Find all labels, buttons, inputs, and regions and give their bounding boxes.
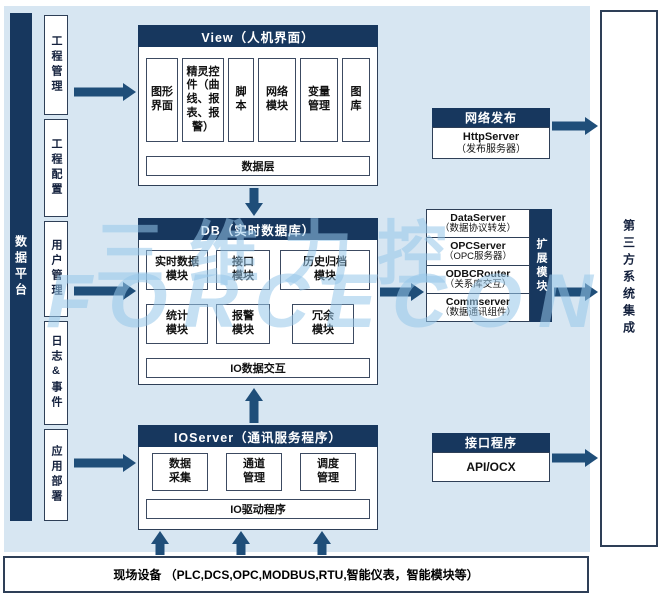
- module-channel-management: 通道 管理: [226, 453, 282, 491]
- ext-item-name: OPCServer: [450, 240, 506, 252]
- ioserver-driver-footer: IO驱动程序: [146, 499, 370, 519]
- ext-commserver-box: Commserver （数据通讯组件）: [426, 293, 530, 322]
- ext-item-desc: （数据通讯组件）: [439, 307, 516, 319]
- platform-item-user-management: 用户管理: [44, 221, 68, 317]
- platform-item-log-events: 日志&事件: [44, 321, 68, 425]
- arrow-devices-to-ioserver-2: [232, 531, 250, 555]
- arrow-ioserver-to-db: [245, 388, 263, 423]
- http-server-box: HttpServer （发布服务器）: [432, 127, 550, 159]
- arrow-platform-to-ioserver: [74, 454, 136, 472]
- platform-item-label: 工程配置: [50, 138, 62, 198]
- module-history-archive: 历史归档 模块: [280, 250, 370, 290]
- http-server-desc: （发布服务器）: [456, 143, 526, 155]
- db-io-exchange-footer: IO数据交互: [146, 358, 370, 378]
- ext-dataserver-box: DataServer （数据协议转发）: [426, 209, 530, 238]
- ext-item-name: Commserver: [445, 296, 511, 308]
- third-party-label: 第三方系统集成: [621, 219, 636, 338]
- ext-item-desc: （关系库交互）: [444, 279, 512, 291]
- extension-modules-label: 扩展模块: [535, 237, 547, 294]
- module-network: 网络 模块: [258, 58, 296, 142]
- ext-item-name: DataServer: [450, 212, 506, 224]
- arrow-interface-to-thirdparty: [552, 449, 598, 467]
- third-party-box: 第三方系统集成: [600, 10, 658, 547]
- interface-program-header: 接口程序: [432, 433, 550, 452]
- module-script: 脚 本: [228, 58, 254, 142]
- arrow-platform-to-view: [74, 83, 136, 101]
- module-sprite-controls: 精灵控 件（曲 线、报 表、报 警）: [182, 58, 224, 142]
- arrow-network-publish-to-thirdparty: [552, 117, 598, 135]
- ext-opcserver-box: OPCServer （OPC服务器）: [426, 237, 530, 266]
- arrow-db-to-extension: [380, 283, 424, 301]
- platform-item-project-management: 工程管理: [44, 15, 68, 115]
- platform-item-label: 工程管理: [50, 35, 62, 95]
- db-block: [138, 218, 378, 385]
- ext-odbcrouter-box: ODBCRouter （关系库交互）: [426, 265, 530, 294]
- arrow-extension-to-thirdparty: [554, 283, 598, 301]
- api-ocx-label: API/OCX: [466, 460, 516, 474]
- api-ocx-box: API/OCX: [432, 452, 550, 482]
- module-interface: 接口 模块: [216, 250, 270, 290]
- module-data-acquisition: 数据 采集: [152, 453, 208, 491]
- module-dispatch-management: 调度 管理: [300, 453, 356, 491]
- ext-item-desc: （OPC服务器）: [443, 251, 513, 263]
- module-variable-management: 变量 管理: [300, 58, 338, 142]
- ioserver-block-header: IOServer（通讯服务程序）: [138, 425, 378, 447]
- arrow-platform-to-db: [74, 282, 136, 300]
- platform-item-project-config: 工程配置: [44, 119, 68, 217]
- http-server-name: HttpServer: [462, 130, 520, 143]
- module-redundancy: 冗余 模块: [292, 304, 354, 344]
- data-platform-bar: 数据平台: [10, 13, 32, 521]
- ext-item-desc: （数据协议转发）: [439, 223, 516, 235]
- module-graphic-ui: 图形 界面: [146, 58, 178, 142]
- platform-item-label: 用户管理: [50, 239, 62, 299]
- module-alarm: 报警 模块: [216, 304, 270, 344]
- module-realtime-data: 实时数据 模块: [146, 250, 208, 290]
- view-data-layer-footer: 数据层: [146, 156, 370, 176]
- arrow-view-to-db: [245, 188, 263, 216]
- module-statistics: 统计 模块: [146, 304, 208, 344]
- network-publish-header: 网络发布: [432, 108, 550, 127]
- platform-item-label: 应用部署: [50, 445, 62, 505]
- module-gallery: 图 库: [342, 58, 370, 142]
- platform-item-label: 日志&事件: [50, 335, 62, 411]
- arrow-devices-to-ioserver-3: [313, 531, 331, 555]
- extension-modules-bar: 扩展模块: [530, 209, 552, 322]
- data-platform-label: 数据平台: [13, 235, 28, 299]
- view-block-header: View（人机界面）: [138, 25, 378, 47]
- arrow-devices-to-ioserver-1: [151, 531, 169, 555]
- field-devices-label: 现场设备 （PLC,DCS,OPC,MODBUS,RTU,智能仪表，智能模块等）: [113, 568, 479, 582]
- platform-item-app-deployment: 应用部署: [44, 429, 68, 521]
- field-devices-box: 现场设备 （PLC,DCS,OPC,MODBUS,RTU,智能仪表，智能模块等）: [3, 556, 589, 593]
- ext-item-name: ODBCRouter: [445, 268, 511, 280]
- db-block-header: DB（实时数据库）: [138, 218, 378, 240]
